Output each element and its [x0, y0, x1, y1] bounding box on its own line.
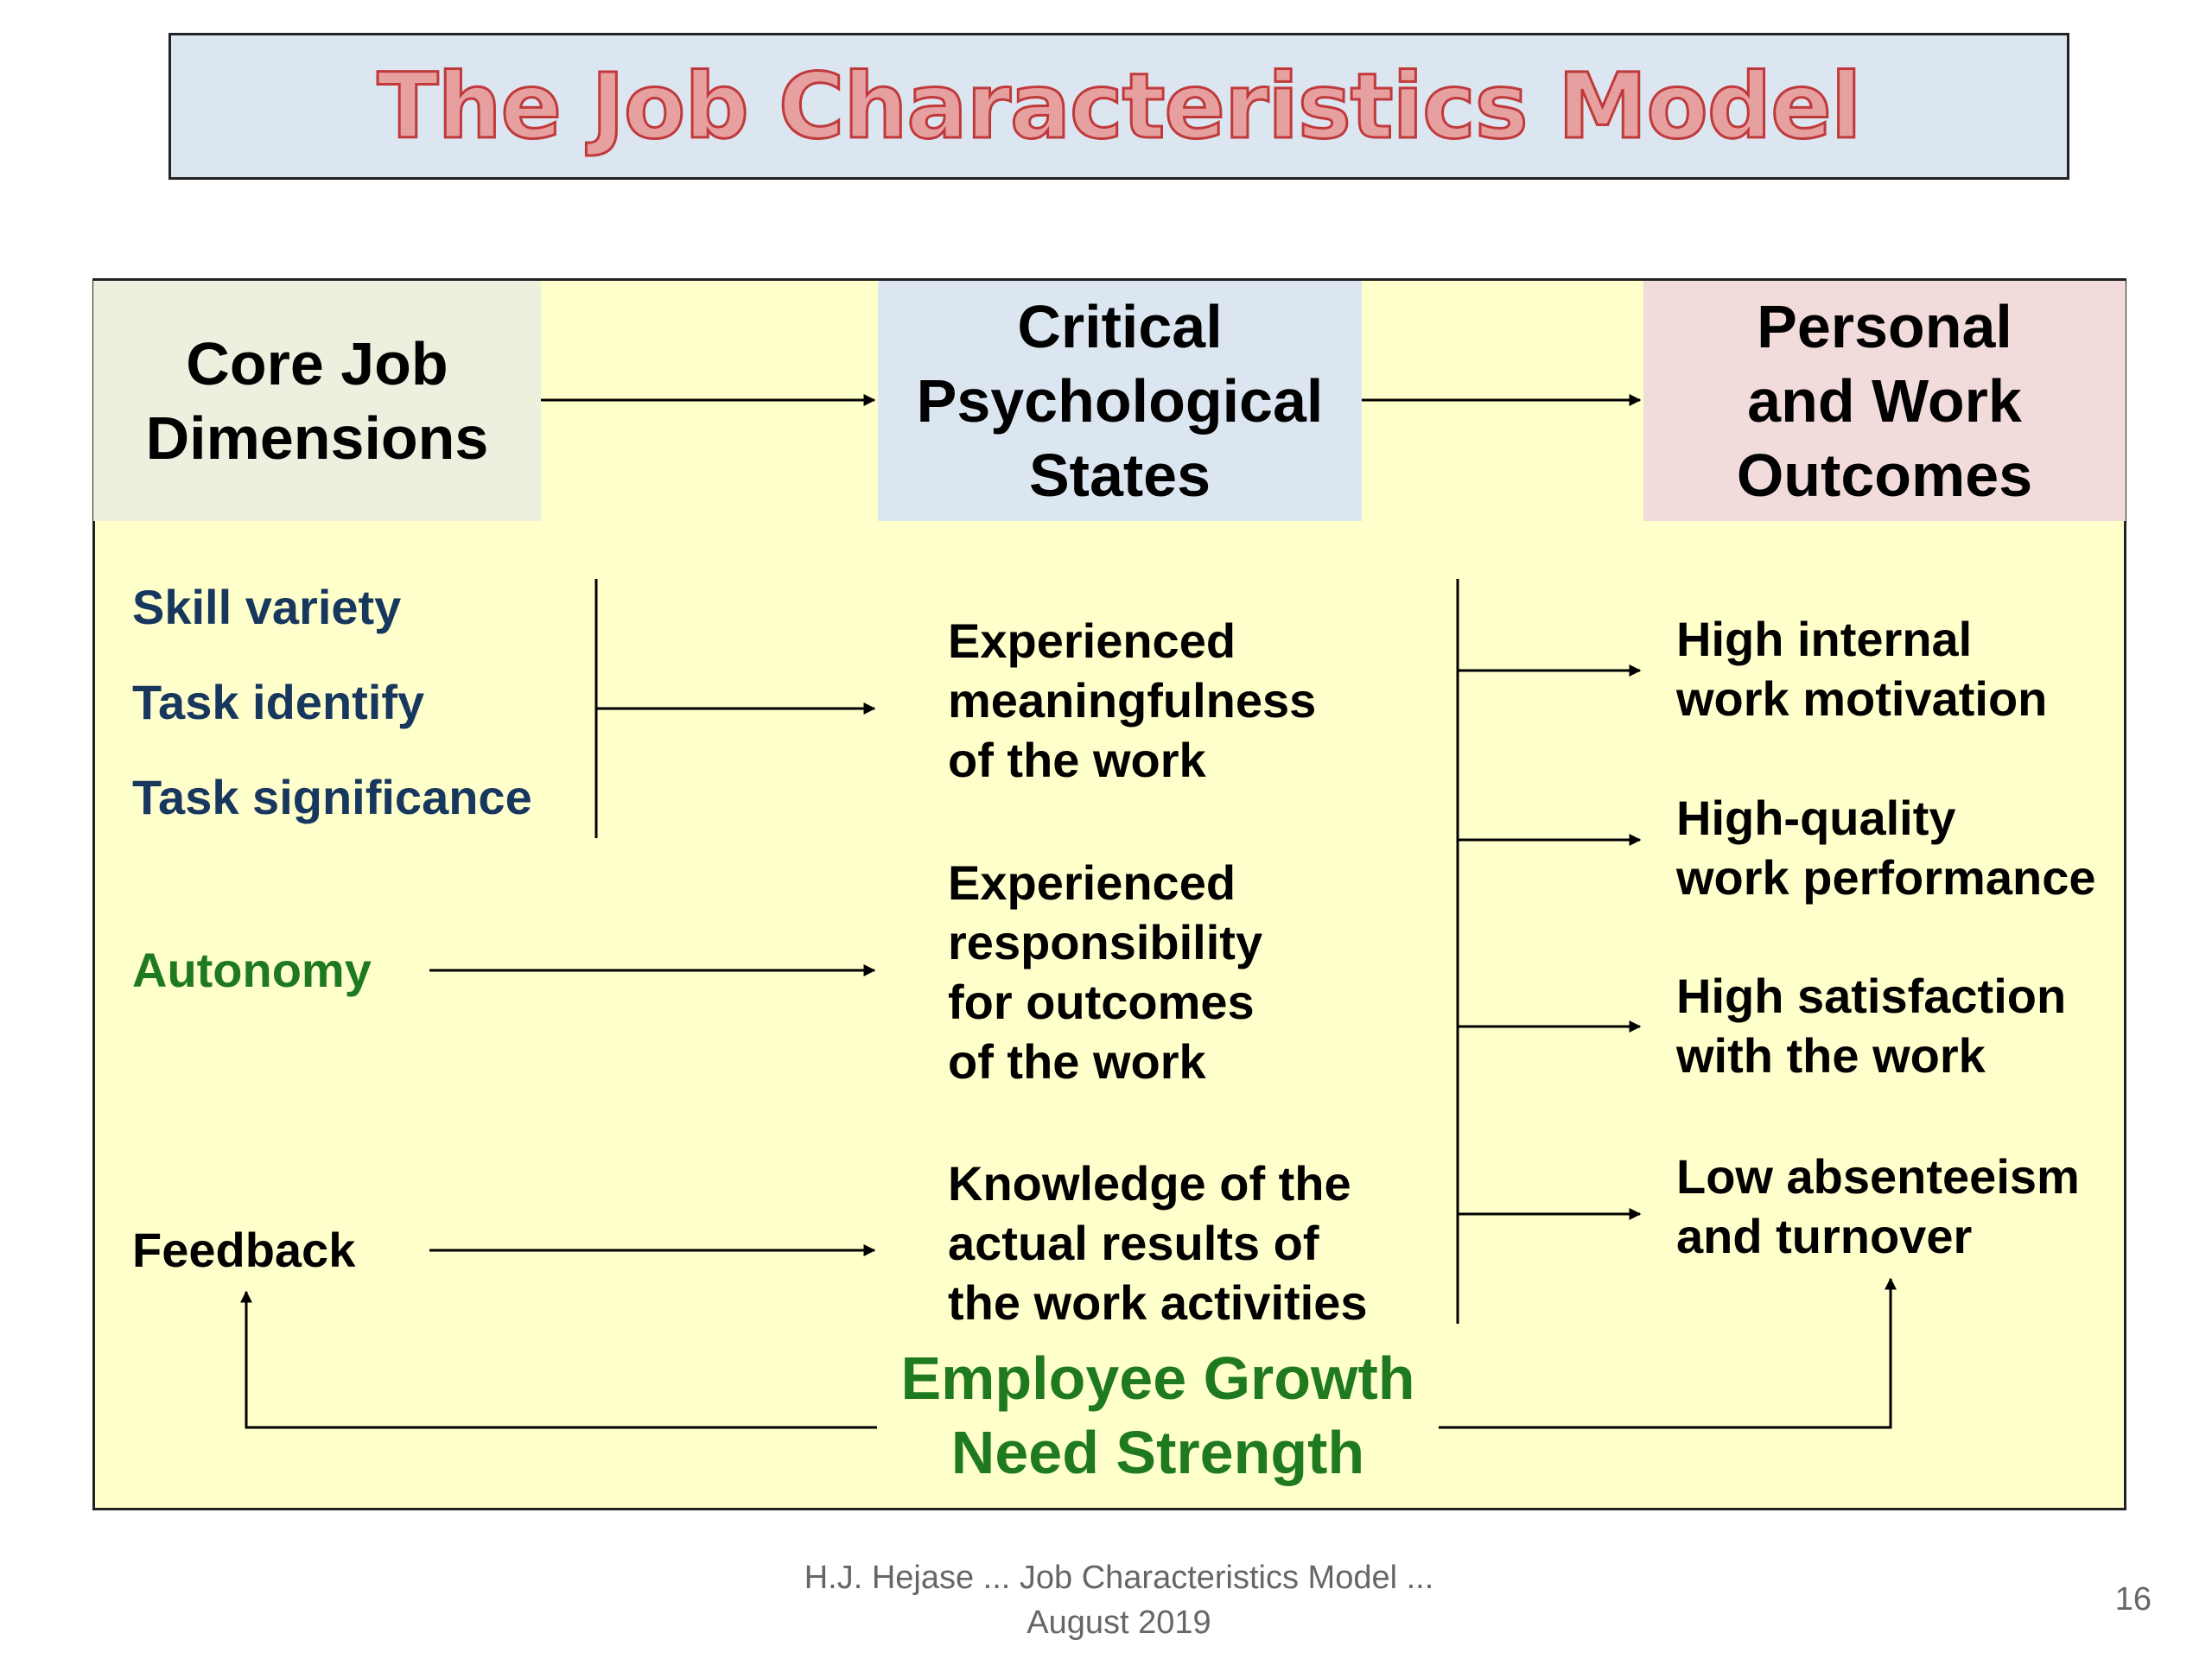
dimension-autonomy: Autonomy — [132, 943, 372, 997]
outcome-performance: High-quality work performance — [1676, 791, 2096, 905]
header-core-label: Core Job Dimensions — [145, 330, 489, 472]
moderator-to-outcomes — [1439, 1277, 1897, 1429]
outcome-satisfaction: High satisfaction with the work — [1676, 969, 2067, 1083]
outcome-absenteeism: Low absenteeism and turnover — [1676, 1149, 2080, 1263]
slide-title: The Job Characteristics Model — [376, 53, 1863, 161]
dimension-task-identify: Task identify — [132, 675, 425, 729]
header-core-job-dimensions: Core Job Dimensions — [93, 281, 541, 521]
dimension-skill-variety: Skill variety — [132, 580, 402, 634]
dimension-feedback: Feedback — [132, 1223, 356, 1277]
state-knowledge: Knowledge of the actual results of the w… — [948, 1156, 1368, 1330]
outcome-motivation: High internal work motivation — [1676, 612, 2048, 726]
dimension-task-significance: Task significance — [132, 770, 532, 824]
page-number: 16 — [2114, 1581, 2152, 1618]
moderator-to-feedback — [240, 1290, 877, 1429]
state-responsibility: Experienced responsibility for outcomes … — [948, 855, 1263, 1089]
header-critical-psychological-states: Critical Psychological States — [878, 281, 1362, 521]
footer-citation: H.J. Hejase ... Job Characteristics Mode… — [804, 1560, 1434, 1641]
header-critical-label: Critical Psychological States — [916, 293, 1324, 509]
title-box: The Job Characteristics Model — [168, 33, 2069, 180]
state-meaningfulness: Experienced meaningfulness of the work — [948, 613, 1317, 787]
header-outcomes-label: Personal and Work Outcomes — [1736, 293, 2033, 509]
moderator-growth-need-strength: Employee Growth Need Strength — [900, 1344, 1415, 1486]
header-personal-work-outcomes: Personal and Work Outcomes — [1643, 281, 2126, 521]
